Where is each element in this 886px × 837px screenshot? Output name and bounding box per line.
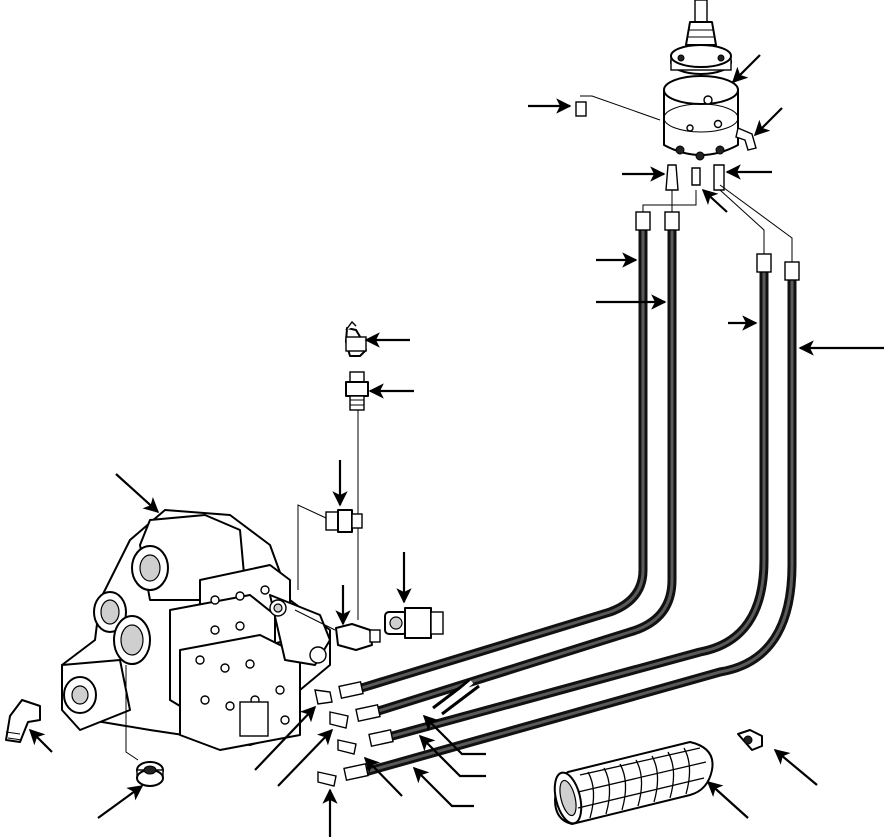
solenoid-valve: [384, 607, 444, 639]
callout-3: [753, 107, 783, 137]
valve-bolts: [195, 585, 290, 725]
callout-24: [418, 734, 486, 778]
hose-clamp: [737, 729, 763, 751]
steering-control-unit: [575, 0, 757, 191]
pipe-plug: [125, 665, 164, 787]
callout-arrows: [28, 54, 884, 837]
callout-27: [773, 749, 818, 786]
callout-22: [363, 756, 403, 797]
control-valve-assembly: [61, 509, 331, 751]
hose-group: [350, 184, 800, 777]
callout-25: [412, 766, 474, 808]
callout-18: [97, 785, 144, 819]
check-valve: [294, 609, 381, 651]
callout-17: [28, 728, 53, 753]
callout-14: [115, 473, 160, 514]
protective-sleeve: [553, 741, 714, 825]
straight-connector: [345, 371, 369, 620]
adapter-fitting: [345, 320, 367, 357]
callout-26: [706, 780, 749, 819]
callout-23: [422, 714, 486, 756]
elbow-fitting: [5, 699, 41, 743]
callout-19: [254, 705, 317, 771]
callout-20: [277, 728, 334, 787]
hose-end-fittings: [314, 681, 394, 787]
union-fitting: [297, 504, 363, 590]
callout-1: [731, 54, 761, 84]
callout-6: [701, 188, 728, 213]
